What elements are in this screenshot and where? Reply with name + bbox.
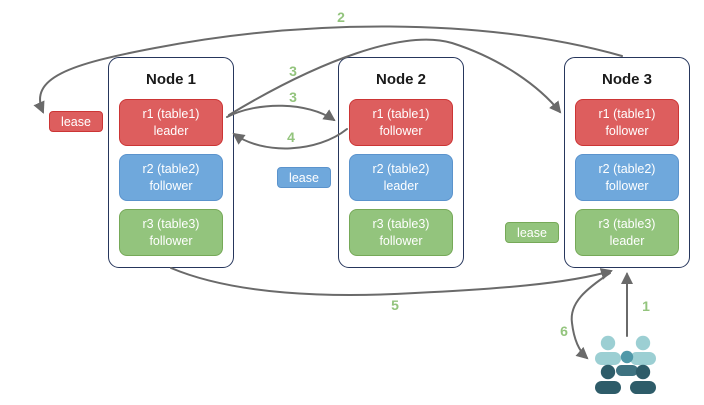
users-group-icon (595, 335, 656, 394)
node-1-replica-r3: r3 (table3) follower (119, 209, 223, 256)
step-label-3a: 3 (289, 63, 297, 79)
node-3-replica-r2: r2 (table2) follower (575, 154, 679, 201)
arrow-step-5-node1-to-node3 (170, 267, 613, 296)
arrow-step-3-leader-to-node2-follower (226, 104, 336, 122)
replica-role: follower (149, 178, 193, 193)
replica-role: follower (149, 233, 193, 248)
replica-role: follower (379, 123, 423, 138)
replica-name: r2 (table2) (372, 162, 430, 177)
lease-tag-table2: lease (277, 167, 331, 188)
lease-tag-table1: lease (49, 111, 103, 132)
node-3-title: Node 3 (601, 71, 652, 88)
replica-name: r3 (table3) (142, 217, 200, 232)
replica-name: r1 (table1) (372, 107, 430, 122)
replica-role: follower (379, 233, 423, 248)
node-3-replica-r1: r1 (table1) follower (575, 99, 679, 146)
replica-role: follower (605, 123, 649, 138)
node-2-replica-r1: r1 (table1) follower (349, 99, 453, 146)
step-label-6: 6 (560, 323, 568, 339)
node-3-box: Node 3 r1 (table1) follower r2 (table2) … (564, 57, 690, 268)
replica-role: leader (153, 123, 189, 138)
replica-role: leader (609, 233, 645, 248)
step-label-1: 1 (642, 298, 650, 314)
node-2-title: Node 2 (375, 71, 426, 88)
replica-name: r1 (table1) (142, 107, 200, 122)
node-2-replica-r2: r2 (table2) leader (349, 154, 453, 201)
node-1-replica-r1: r1 (table1) leader (119, 99, 223, 146)
step-label-2: 2 (337, 9, 345, 25)
replica-name: r1 (table1) (598, 107, 656, 122)
lease-tag-table3: lease (505, 222, 559, 243)
node-1-replica-r2: r2 (table2) follower (119, 154, 223, 201)
step-label-4: 4 (287, 129, 295, 145)
node-1-box: Node 1 r1 (table1) leader r2 (table2) fo… (108, 57, 234, 268)
replica-name: r3 (table3) (598, 217, 656, 232)
replica-name: r2 (table2) (142, 162, 200, 177)
node-1-title: Node 1 (145, 71, 196, 88)
node-3-replica-r3: r3 (table3) leader (575, 209, 679, 256)
replica-role: follower (605, 178, 649, 193)
replica-name: r2 (table2) (598, 162, 656, 177)
step-label-3b: 3 (289, 89, 297, 105)
replica-role: leader (383, 178, 419, 193)
node-2-replica-r3: r3 (table3) follower (349, 209, 453, 256)
node-2-box: Node 2 r1 (table1) follower r2 (table2) … (338, 57, 464, 268)
step-label-5: 5 (391, 297, 399, 313)
replica-name: r3 (table3) (372, 217, 430, 232)
